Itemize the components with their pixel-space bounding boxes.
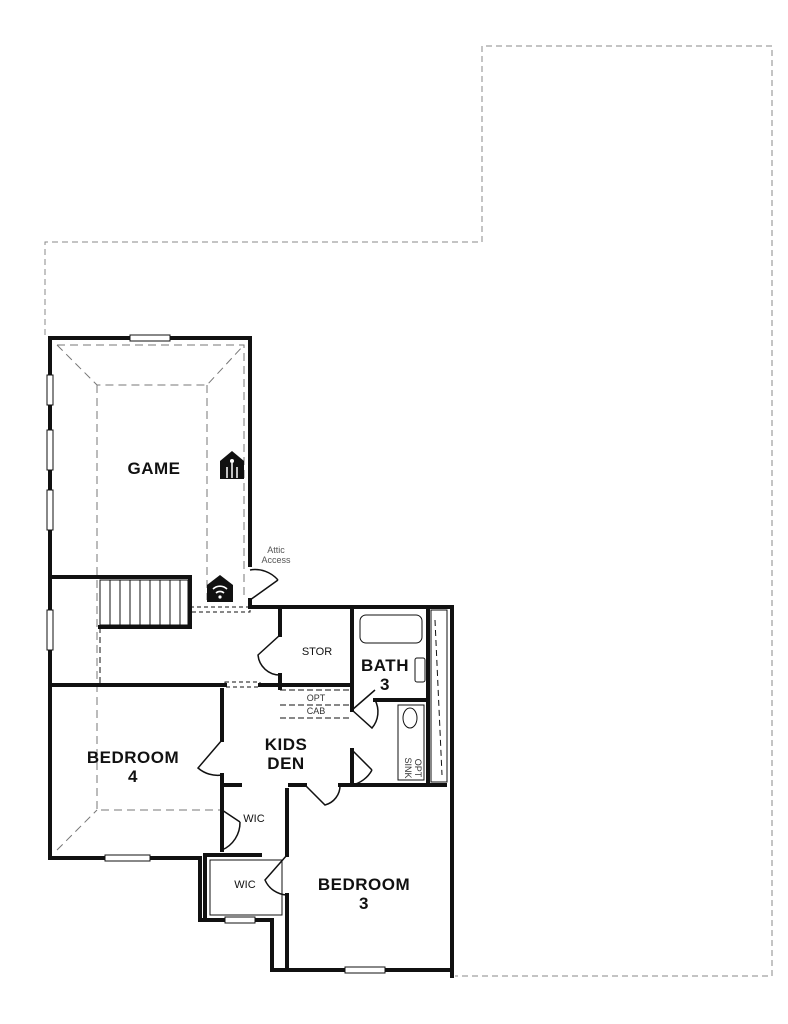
opt-cab-label-2: CAB — [307, 706, 326, 716]
room-label-bedroom-4-num: 4 — [128, 767, 138, 786]
sink — [402, 707, 418, 729]
shower — [430, 609, 448, 783]
wifi-home-icon — [207, 575, 233, 602]
attic-access-label: Attic — [267, 545, 285, 555]
walls — [48, 336, 454, 978]
room-label-wic-lower: WIC — [234, 879, 255, 891]
opt-cab-label: OPT — [307, 693, 326, 703]
opt-sink-label-2: SINK — [403, 757, 413, 778]
room-label-bedroom-3-num: 3 — [359, 894, 369, 913]
staircase — [99, 579, 189, 685]
room-label-kids-den-2: DEN — [267, 754, 304, 773]
doors[interactable] — [196, 568, 379, 896]
room-label-stor: STOR — [302, 646, 332, 658]
attic-access-label-2: Access — [261, 555, 291, 565]
room-label-kids-den: KIDS — [265, 735, 308, 754]
room-label-bath-3: BATH — [361, 656, 409, 675]
tray-ceiling-game — [56, 344, 245, 851]
room-label-bath-3-num: 3 — [380, 675, 390, 694]
room-label-bedroom-3: BEDROOM — [318, 875, 410, 894]
opt-sink-label: OPT — [413, 759, 423, 778]
lower-floor-outline — [44, 45, 773, 977]
room-label-bedroom-4: BEDROOM — [87, 748, 179, 767]
room-label-game: GAME — [128, 459, 181, 478]
smart-home-icon — [220, 451, 244, 479]
windows — [46, 334, 386, 974]
bathtub — [359, 614, 423, 644]
room-label-wic-upper: WIC — [243, 813, 264, 825]
bath-fixtures — [189, 606, 448, 916]
